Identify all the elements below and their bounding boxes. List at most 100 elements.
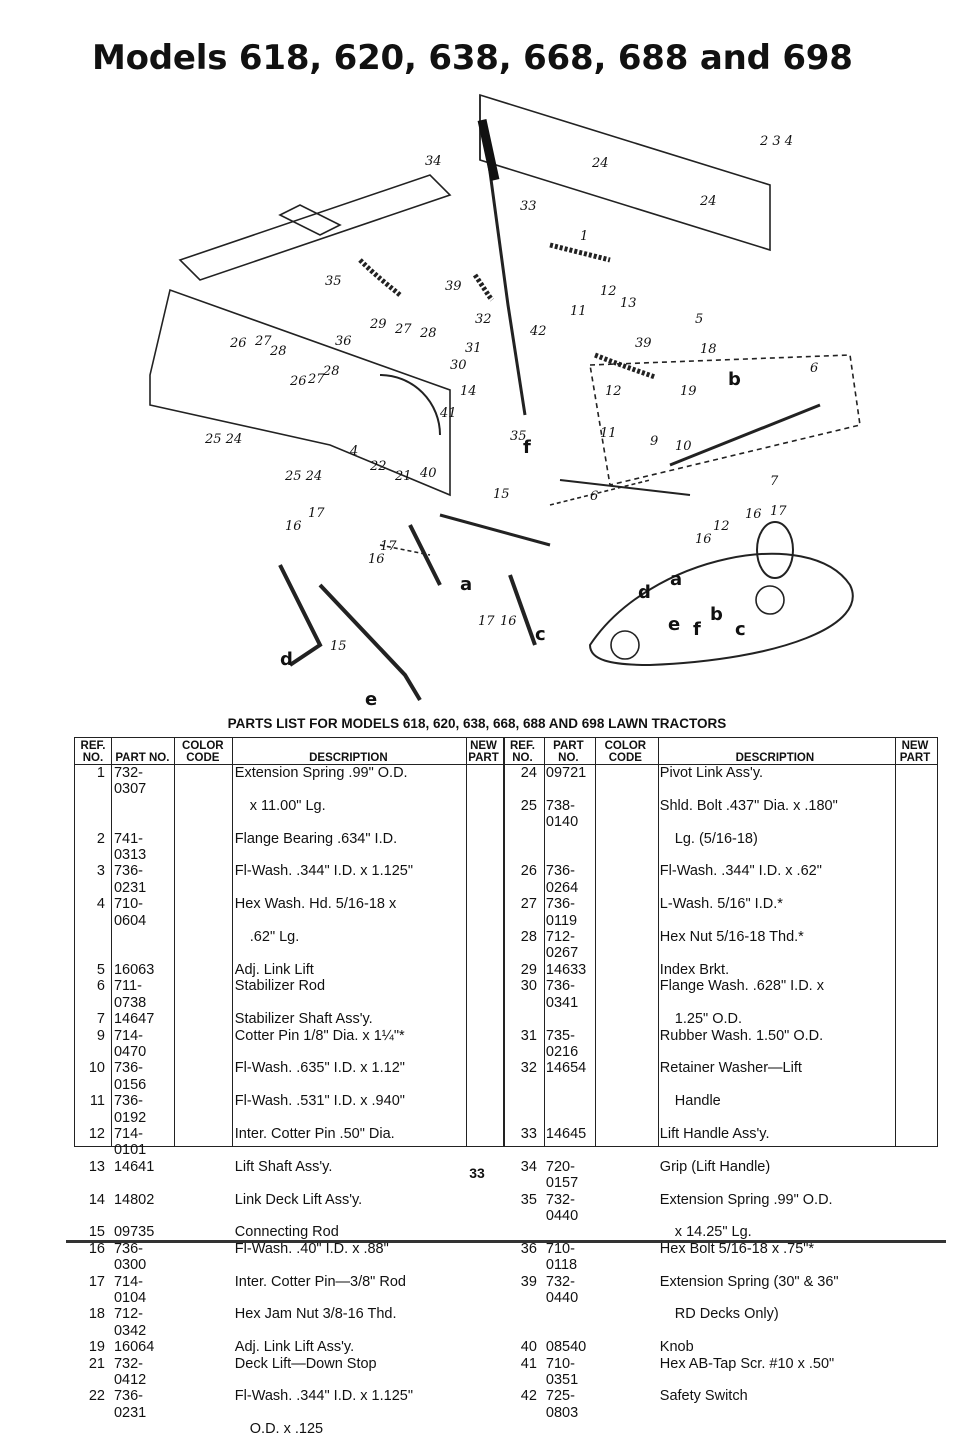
color-code-cell bbox=[594, 765, 657, 798]
color-code-cell bbox=[594, 1339, 657, 1355]
svg-text:36: 36 bbox=[335, 334, 352, 349]
svg-text:6: 6 bbox=[590, 489, 598, 504]
part-no-cell: 725-0803 bbox=[545, 1388, 579, 1421]
svg-text:35: 35 bbox=[325, 274, 342, 289]
description-cell: Pivot Link Ass'y. bbox=[659, 765, 764, 781]
color-code-cell bbox=[594, 1126, 657, 1159]
new-part-cell bbox=[465, 1421, 502, 1437]
ref-no-cell: 31 bbox=[520, 1027, 537, 1044]
new-part-cell bbox=[465, 1339, 502, 1355]
svg-text:35: 35 bbox=[510, 429, 527, 444]
new-part-cell bbox=[465, 1306, 502, 1339]
svg-text:41: 41 bbox=[439, 406, 457, 421]
svg-text:17: 17 bbox=[770, 504, 787, 519]
svg-text:16: 16 bbox=[368, 552, 385, 567]
part-no-cell: 14654 bbox=[545, 1060, 587, 1077]
ref-no-cell bbox=[502, 831, 543, 864]
new-part-cell bbox=[893, 962, 937, 978]
ref-no-cell: 27 bbox=[520, 896, 537, 913]
new-part-cell bbox=[893, 1126, 937, 1159]
svg-text:30: 30 bbox=[450, 358, 467, 373]
header-color-code: COLOR CODE bbox=[173, 738, 232, 765]
svg-text:14: 14 bbox=[460, 384, 477, 399]
description-cell: Stabilizer Rod bbox=[234, 978, 326, 995]
new-part-cell bbox=[893, 1274, 937, 1307]
part-no-cell bbox=[543, 1306, 594, 1339]
new-part-cell bbox=[465, 1011, 502, 1027]
part-no-cell bbox=[543, 1093, 594, 1126]
part-no-cell bbox=[543, 1224, 594, 1240]
exploded-parts-diagram: 34 24 2 3 4 33 1 24 35 39 12 13 11 5 32 … bbox=[130, 85, 870, 715]
description-cell: Cotter Pin 1/8" Dia. x 1¼"* bbox=[234, 1027, 405, 1044]
color-code-cell bbox=[594, 929, 657, 962]
description-cell: Fl-Wash. .344" I.D. x 1.125" bbox=[234, 863, 413, 880]
color-code-cell bbox=[174, 1339, 232, 1355]
ref-no-cell bbox=[502, 1093, 543, 1126]
footer-rule bbox=[66, 1240, 946, 1243]
ref-no-cell: 7 bbox=[96, 1011, 105, 1028]
description-cell: Inter. Cotter Pin—3/8" Rod bbox=[234, 1273, 406, 1290]
svg-text:e: e bbox=[668, 614, 680, 635]
description-cell: Flange Bearing .634" I.D. bbox=[234, 830, 398, 847]
part-no-cell: 710-0351 bbox=[545, 1355, 579, 1389]
svg-text:40: 40 bbox=[419, 466, 437, 481]
ref-no-cell: 3 bbox=[96, 863, 105, 880]
description-cell: Rubber Wash. 1.50" O.D. bbox=[659, 1027, 824, 1044]
part-no-cell: 712-0267 bbox=[545, 929, 579, 962]
ref-no-cell: 29 bbox=[520, 961, 537, 978]
ref-no-cell: 19 bbox=[88, 1339, 105, 1356]
description-cell: L-Wash. 5/16" I.D.* bbox=[659, 896, 783, 913]
color-code-cell bbox=[174, 1060, 232, 1093]
svg-text:28: 28 bbox=[269, 344, 287, 359]
new-part-cell bbox=[893, 831, 937, 864]
ref-no-cell: 17 bbox=[88, 1273, 105, 1290]
svg-text:12: 12 bbox=[600, 284, 617, 299]
new-part-cell bbox=[893, 765, 937, 798]
description-cell: Adj. Link Lift bbox=[234, 961, 314, 978]
ref-no-cell bbox=[502, 1224, 543, 1240]
svg-text:17: 17 bbox=[308, 506, 325, 521]
svg-text:28: 28 bbox=[419, 326, 437, 341]
ref-no-cell bbox=[75, 1421, 111, 1437]
ref-no-cell: 2 bbox=[96, 830, 105, 847]
ref-no-cell: 34 bbox=[520, 1158, 537, 1175]
ref-no-cell bbox=[502, 1011, 543, 1027]
ref-no-cell bbox=[502, 1421, 543, 1437]
description-cell: Extension Spring (30" & 36" bbox=[659, 1273, 839, 1290]
svg-text:a: a bbox=[670, 569, 682, 590]
description-cell: Adj. Link Lift Ass'y. bbox=[234, 1339, 355, 1356]
ref-no-cell: 10 bbox=[88, 1060, 105, 1077]
part-no-cell: 714-0470 bbox=[113, 1027, 147, 1060]
part-no-cell: 714-0104 bbox=[113, 1273, 147, 1306]
svg-text:17: 17 bbox=[380, 539, 397, 554]
svg-text:15: 15 bbox=[330, 639, 347, 654]
color-code-cell bbox=[174, 929, 232, 962]
new-part-cell bbox=[465, 929, 502, 962]
new-part-cell bbox=[893, 1028, 937, 1061]
color-code-cell bbox=[594, 896, 657, 929]
description-cell: Grip (Lift Handle) bbox=[659, 1158, 771, 1175]
description-cell: Connecting Rod bbox=[234, 1224, 339, 1241]
part-no-cell: 16063 bbox=[113, 961, 155, 978]
color-code-cell bbox=[174, 1356, 232, 1389]
description-cell: Hex Nut 5/16-18 Thd.* bbox=[659, 929, 804, 946]
description-cell: Hex AB-Tap Scr. #10 x .50" bbox=[659, 1355, 835, 1372]
ref-no-cell: 40 bbox=[520, 1339, 537, 1356]
color-code-cell bbox=[174, 863, 232, 896]
description-cell: Inter. Cotter Pin .50" Dia. bbox=[234, 1125, 395, 1142]
part-no-cell bbox=[543, 1421, 594, 1437]
part-no-cell: 14645 bbox=[545, 1125, 587, 1142]
svg-text:1: 1 bbox=[580, 229, 588, 244]
svg-text:d: d bbox=[280, 649, 293, 670]
ref-no-cell bbox=[502, 1306, 543, 1339]
new-part-cell bbox=[893, 1011, 937, 1027]
